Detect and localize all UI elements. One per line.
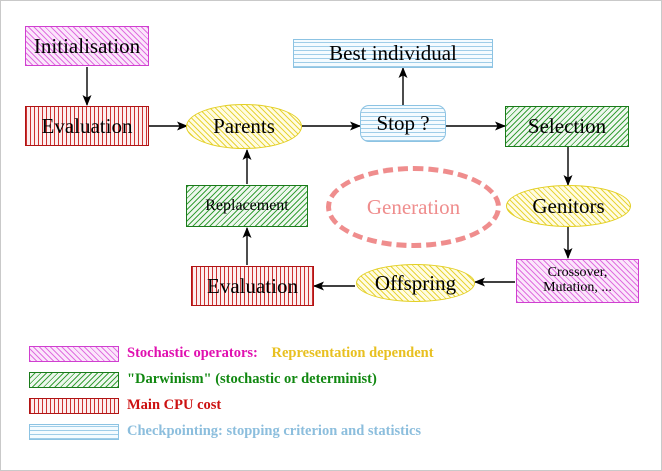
legend-label-stochastic-operators: Stochastic operators: xyxy=(127,345,258,361)
legend-swatch-checkpointing xyxy=(29,424,119,440)
node-parents[interactable]: Parents xyxy=(186,104,302,149)
legend-swatch-darwinism xyxy=(29,372,119,388)
node-offspring-label: Offspring xyxy=(374,270,457,295)
node-best-individual-label: Best individual xyxy=(329,41,457,66)
legend-label-darwinism: "Darwinism" (stochastic or determinist) xyxy=(127,371,377,387)
generation-label: Generation xyxy=(366,194,461,219)
node-best-individual[interactable]: Best individual xyxy=(293,39,493,68)
node-evaluation-top-label: Evaluation xyxy=(41,113,133,138)
node-genitors-label: Genitors xyxy=(532,193,605,218)
node-evaluation-top[interactable]: Evaluation xyxy=(25,106,149,146)
node-initialisation-label: Initialisation xyxy=(33,33,141,58)
node-evaluation-bottom[interactable]: Evaluation xyxy=(191,266,314,306)
legend-swatch-main-cpu-cost xyxy=(29,398,119,414)
generation-cycle-ring: Generation xyxy=(326,166,501,248)
node-crossover-line1: Crossover, xyxy=(547,265,608,281)
node-crossover-line2: Mutation, ... xyxy=(543,280,612,295)
legend-row-stochastic-operators: Stochastic operators: Representation dep… xyxy=(127,345,434,362)
node-selection-label: Selection xyxy=(527,114,607,139)
legend-swatch-stochastic-operators xyxy=(29,346,119,362)
legend-suffix-representation-dependent: Representation dependent xyxy=(271,345,434,361)
node-offspring[interactable]: Offspring xyxy=(356,264,475,302)
node-parents-label: Parents xyxy=(213,114,275,139)
node-evaluation-bottom-label: Evaluation xyxy=(207,273,298,298)
node-replacement[interactable]: Replacement xyxy=(186,185,308,227)
node-genitors[interactable]: Genitors xyxy=(506,185,631,227)
legend-label-checkpointing: Checkpointing: stopping criterion and st… xyxy=(127,423,422,439)
node-selection[interactable]: Selection xyxy=(505,106,629,147)
node-stop-label: Stop ? xyxy=(376,111,430,136)
node-stop[interactable]: Stop ? xyxy=(360,105,446,142)
node-initialisation[interactable]: Initialisation xyxy=(25,26,149,66)
node-replacement-label: Replacement xyxy=(205,196,289,214)
node-crossover-mutation[interactable]: Crossover, Mutation, ... xyxy=(516,259,639,303)
legend-label-main-cpu-cost: Main CPU cost xyxy=(127,397,222,413)
